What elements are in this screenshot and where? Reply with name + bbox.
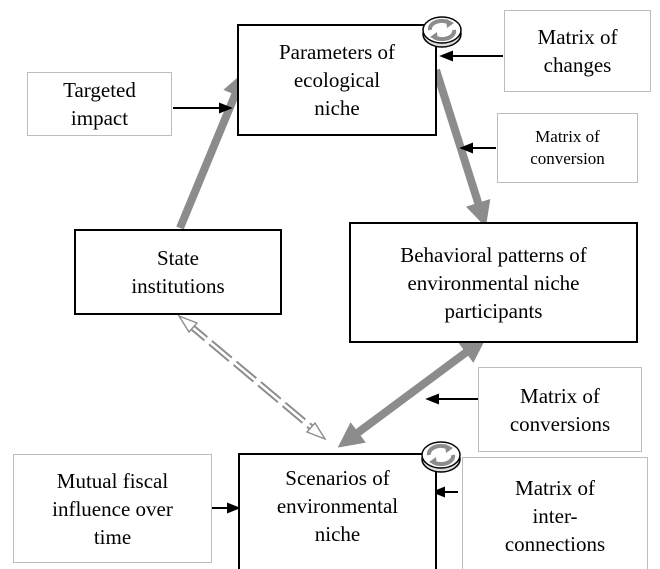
- cycle-icon: [421, 441, 461, 473]
- matrix-changes-line-2: changes: [543, 53, 612, 77]
- matrix-changes-line-1: Matrix of: [537, 25, 618, 49]
- mutual-line-2: influence over: [52, 496, 173, 521]
- scenarios-line-3: niche: [314, 522, 361, 546]
- matrix-interconnections-node: Matrix of inter- connections: [462, 457, 648, 569]
- state-line-1: State: [156, 246, 199, 270]
- matrix-interconnections-line-3: connections: [504, 532, 606, 556]
- behavioral-line-2: environmental niche: [407, 270, 580, 295]
- targeted-line-2: impact: [70, 106, 129, 130]
- matrix-conversions-line-1: Matrix of: [520, 383, 600, 408]
- mutual-line-3: time: [93, 524, 132, 549]
- matrix-conversion-line-1: Matrix of: [535, 127, 600, 146]
- matrix-changes-node: Matrix of changes: [504, 10, 651, 92]
- matrix-conversions-line-2: conversions: [509, 411, 611, 436]
- mutual-line-1: Mutual fiscal: [56, 468, 169, 493]
- parameters-line-3: niche: [314, 96, 360, 120]
- matrix-interconnections-line-2: inter-: [532, 504, 578, 528]
- arrow-state-scenarios-dashed: [177, 314, 327, 441]
- behavioral-line-3: participants: [444, 298, 543, 323]
- behavioral-line-1: Behavioral patterns of: [400, 242, 587, 267]
- targeted-line-1: Targeted: [63, 78, 136, 102]
- matrix-conversion-node: Matrix of conversion: [497, 113, 638, 183]
- arrow-parameters-to-behavioral: [432, 68, 491, 228]
- state-line-2: institutions: [131, 274, 225, 298]
- matrix-conversion-line-2: conversion: [530, 149, 605, 168]
- scenarios-node: Scenarios of environmental niche: [238, 453, 437, 569]
- arrow-behavioral-scenarios: [337, 337, 487, 448]
- scenarios-line-2: environmental: [276, 494, 399, 518]
- parameters-line-2: ecological: [293, 68, 381, 92]
- scenarios-line-1: Scenarios of: [285, 466, 390, 490]
- parameters-line-1: Parameters of: [278, 40, 396, 64]
- behavioral-patterns-node: Behavioral patterns of environmental nic…: [349, 222, 638, 343]
- cycle-icon: [422, 16, 462, 48]
- parameters-node: Parameters of ecological niche: [237, 24, 437, 136]
- targeted-impact-node: Targeted impact: [27, 72, 172, 136]
- state-institutions-node: State institutions: [74, 229, 282, 315]
- matrix-conversions-node: Matrix of conversions: [478, 367, 642, 452]
- mutual-fiscal-node: Mutual fiscal influence over time: [13, 454, 212, 563]
- arrow-state-to-parameters: [176, 71, 247, 230]
- matrix-interconnections-line-1: Matrix of: [515, 476, 595, 500]
